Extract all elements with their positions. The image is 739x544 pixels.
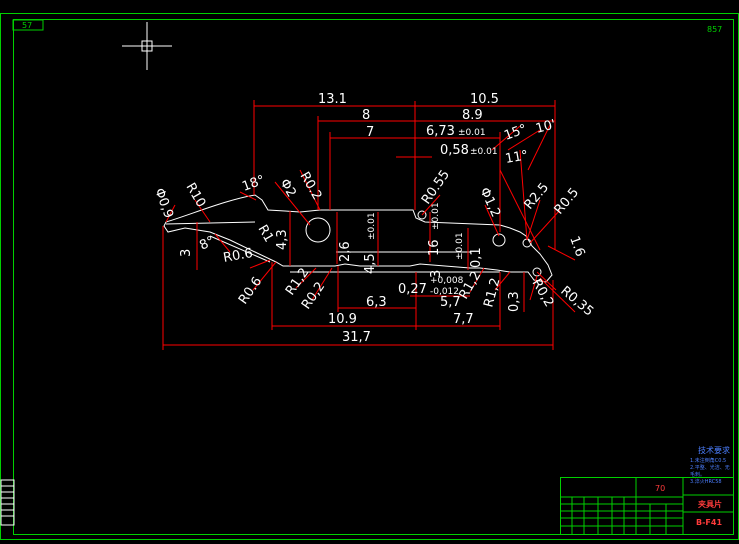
radius-1: R1 [255,223,277,245]
dim-16: 16 [427,239,442,256]
dim-4-5-tol: ±0.01 [367,212,377,240]
dimension-lines [162,100,576,350]
dimension-labels: 13.1 10.5 8 8.9 7 6,73 ±0.01 0,58 ±0.01 … [151,92,596,345]
corner-tag-left: 57 [22,21,32,30]
corner-tag-right: 857 [707,25,722,34]
title-block-drawing-no: B-F41 [696,518,722,527]
drawing-frame: 57 857 [0,13,739,540]
angle-11: 11° [504,148,529,167]
dia-1-2: Φ1,2 [476,185,503,219]
dia-2: Φ2 [277,177,299,201]
angle-10: 10' [534,117,557,137]
dim-10-9: 10.9 [328,312,357,327]
left-ruler [0,479,15,526]
radius-0-6-bottom: R0.6 [236,274,265,307]
dim-6-3: 6,3 [366,295,387,310]
dim-0-1-tol: ±0.01 [455,232,465,260]
dim-31-7: 31,7 [342,330,371,345]
dim-6-73-tol: ±0.01 [458,128,486,138]
angle-8: 8° [197,234,217,254]
radius-10: R10 [183,181,209,211]
radius-0-35: R0,35 [557,284,596,320]
dim-16-tol: ±0.01 [431,202,441,230]
dim-3-left: 3 [179,249,194,257]
dim-3-mid: 3 [429,270,444,278]
dim-0-3: 0,3 [507,291,522,312]
tech-note-4: 3.淬火HRC58 [690,478,722,485]
radius-0-6-left: R0.6 [222,246,254,266]
tech-note-2: 2.平整、光洁、无 [690,464,730,471]
dim-7: 7 [366,125,374,140]
dim-10-5: 10.5 [470,92,499,107]
dia-0-9: Φ0,9 [151,186,176,220]
title-block-text: 70 夹具片 B-F41 [655,484,722,527]
angle-15: 15° [502,122,529,144]
dim-2-6: 2,6 [338,241,353,262]
title-block-code: 70 [655,484,665,493]
dim-0-58: 0,58 [440,143,469,158]
radius-0-55: R0.55 [419,168,453,208]
dim-5-7: 5,7 [440,295,461,310]
dim-6-73: 6,73 [426,124,455,139]
radius-0-5: R0.5 [552,185,583,217]
radius-0-2-top: R0.2 [297,170,325,203]
tech-notes: 技术要求 1.未注倒角C0.5 2.平整、光洁、无 毛刺。 3.淬火HRC58 [690,445,730,485]
dim-8: 8 [362,108,370,123]
dim-1-6: 1.6 [566,234,587,259]
dim-0-58-tol: ±0.01 [470,147,498,157]
dim-8-9: 8.9 [462,108,483,123]
title-block-part-name: 夹具片 [698,499,722,509]
dim-0-27-tol-minus: -0,012 [430,287,459,297]
radius-1-2-right: R1,2 [481,276,503,309]
dim-4-3: 4,3 [275,229,290,250]
tech-note-3: 毛刺。 [690,471,705,478]
tech-notes-title: 技术要求 [698,445,730,455]
dim-0-27-tol-plus: +0,008 [430,276,464,286]
angle-18: 18° [240,173,267,195]
dim-0-27: 0,27 [398,282,427,297]
dim-7-7: 7,7 [453,312,474,327]
dim-13-1: 13.1 [318,92,347,107]
tech-note-1: 1.未注倒角C0.5 [690,457,726,464]
dim-0-1: 0,1 [469,247,484,268]
radius-0-2-right: R0,2 [529,277,557,310]
crosshair-cursor-icon[interactable] [122,22,172,70]
dim-4-5: 4,5 [363,253,378,274]
title-block [560,477,734,535]
radius-2-5: R2.5 [522,180,553,212]
